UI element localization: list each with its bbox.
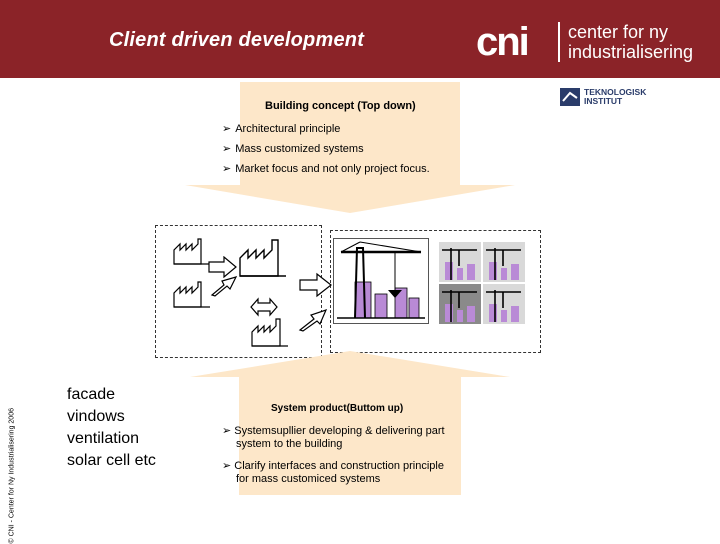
system-product-heading: System product(Buttom up) [271, 403, 404, 414]
construction-crane-icon [333, 238, 429, 324]
copyright-text: © CNI - Center for Ny Industrialisering … [8, 408, 16, 544]
double-arrow-icon [250, 297, 278, 317]
building-concept-heading: Building concept (Top down) [265, 100, 416, 112]
system-product-arrow [190, 351, 510, 377]
construction-crane-icon [483, 284, 525, 324]
list-item: vindows [67, 408, 125, 425]
system-product-bullet: ➢ Clarify interfaces and construction pr… [222, 460, 444, 485]
teknologisk-logo-icon [560, 88, 580, 106]
building-concept-bullet: ➢Architectural principle [222, 123, 341, 135]
right-arrow-icon [208, 256, 237, 278]
list-item: facade [67, 386, 116, 403]
factory-icon [173, 281, 210, 308]
right-arrow-icon [299, 272, 332, 298]
building-concept-arrow [185, 185, 515, 213]
cni-logo-text: center for ny industrialisering [568, 22, 693, 62]
arrowhead-bullet-icon: ➢ [222, 143, 232, 155]
building-concept-box [240, 82, 460, 186]
building-concept-bullet: ➢Mass customized systems [222, 143, 364, 155]
right-arrow-icon [298, 309, 328, 332]
system-product-box [239, 377, 461, 495]
teknologisk-institut-logo: TEKNOLOGISK INSTITUT [560, 88, 720, 110]
list-item: solar cell etc [67, 452, 156, 469]
system-components-list: facade vindows ventilation solar cell et… [67, 384, 156, 472]
system-product-bullet: ➢ Systemsupllier developing & delivering… [222, 425, 445, 450]
partner-logo-line-1: TEKNOLOGISK [584, 87, 647, 97]
slide-title: Client driven development [109, 29, 365, 51]
right-arrow-icon [210, 276, 238, 297]
arrowhead-bullet-icon: ➢ [222, 460, 235, 472]
construction-crane-icon [439, 242, 481, 282]
arrowhead-bullet-icon: ➢ [222, 425, 235, 437]
logo-divider [558, 22, 560, 62]
logo-line-2: industrialisering [568, 42, 694, 62]
building-concept-bullet: ➢Market focus and not only project focus… [222, 163, 430, 175]
arrowhead-bullet-icon: ➢ [222, 163, 232, 175]
factory-icon [251, 318, 288, 347]
arrowhead-bullet-icon: ➢ [222, 123, 232, 135]
header-bar [0, 0, 720, 78]
construction-crane-icon [439, 284, 481, 324]
partner-logo-line-2: INSTITUT [584, 96, 623, 106]
logo-line-1: center for ny [568, 22, 669, 42]
construction-crane-icon [483, 242, 525, 282]
list-item: ventilation [67, 430, 140, 447]
cni-logo-mark: cni [476, 20, 530, 64]
factory-icon [239, 239, 286, 277]
factory-icon [173, 238, 210, 265]
